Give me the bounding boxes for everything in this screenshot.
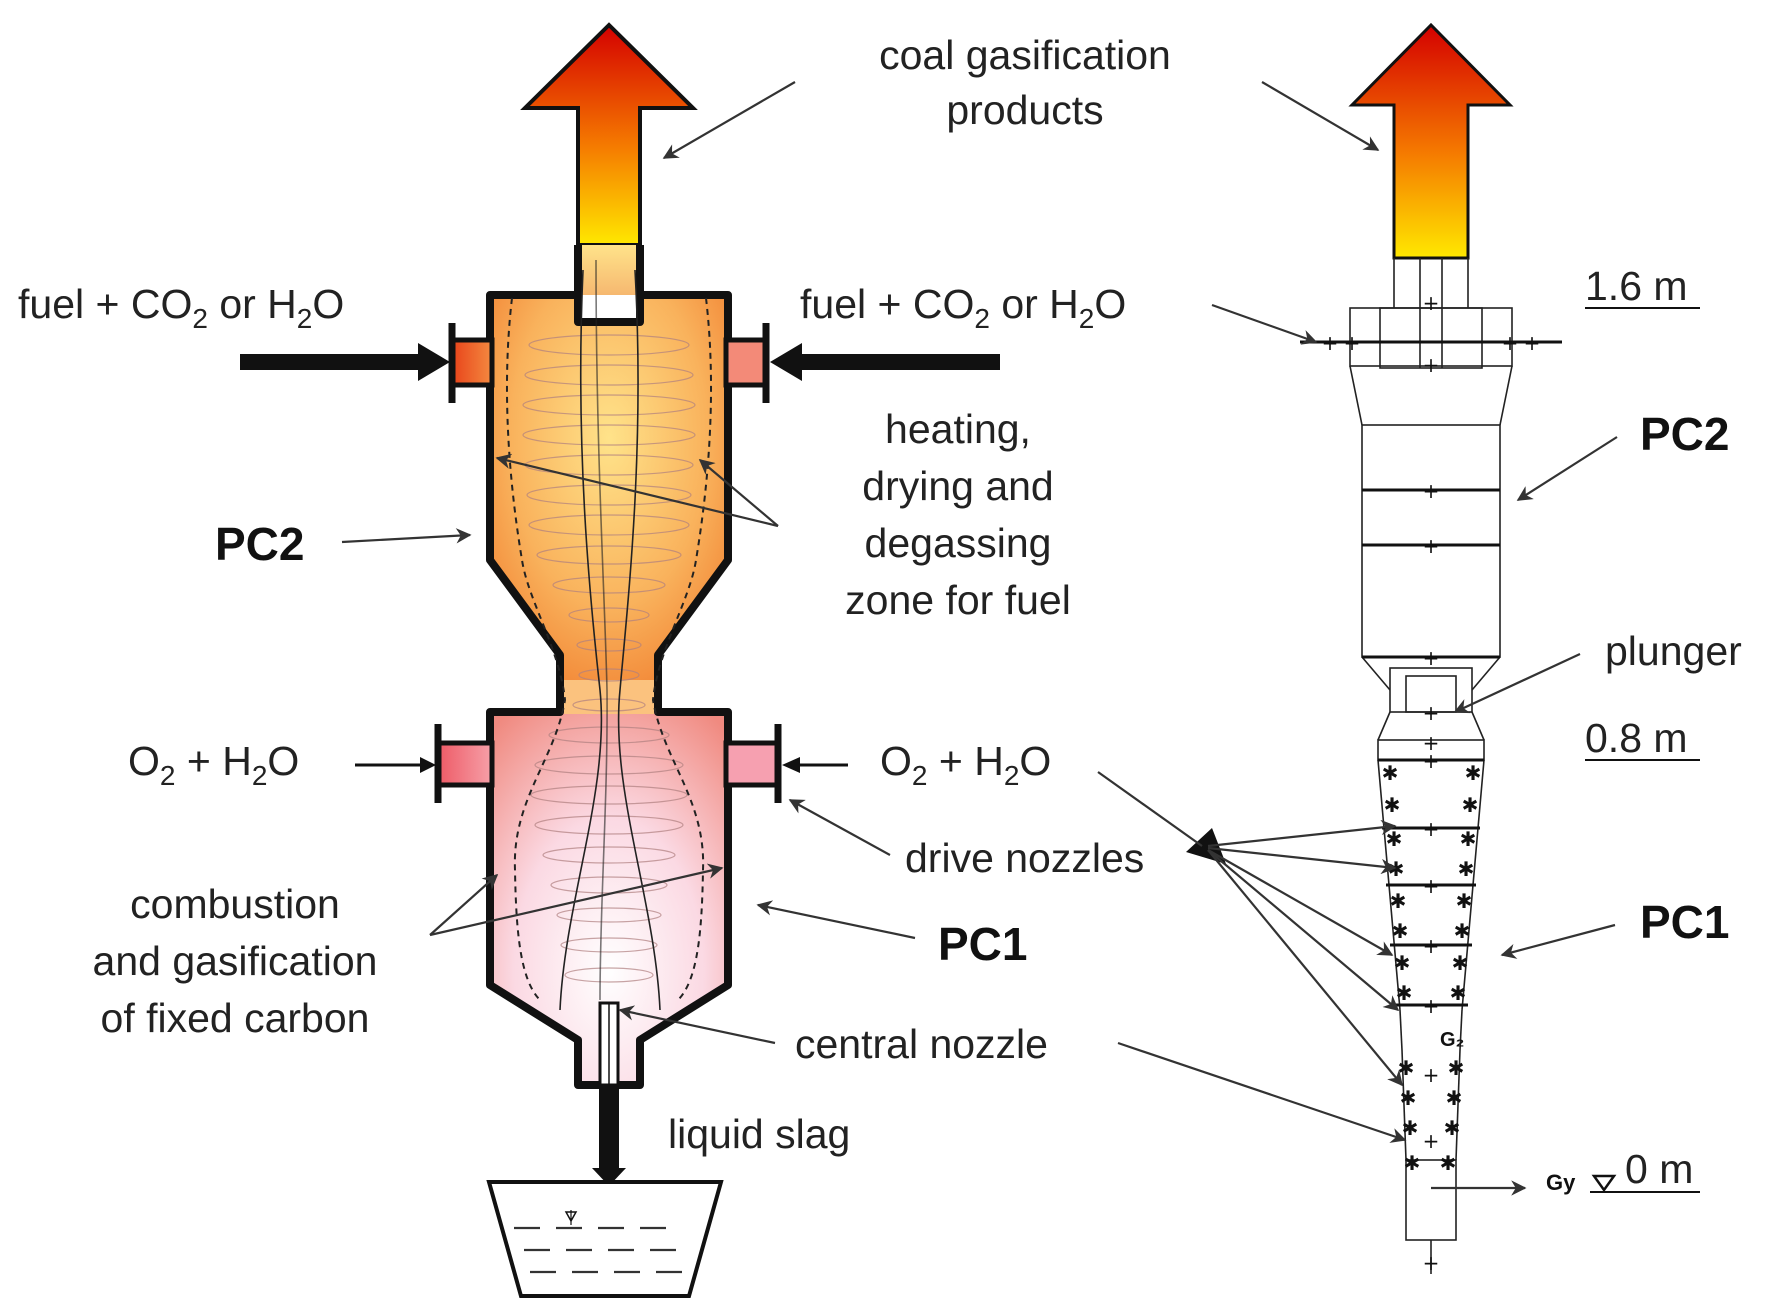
label-combustion-1: combustion	[130, 881, 340, 927]
svg-text:+: +	[1423, 994, 1440, 1018]
svg-text:✱: ✱	[1388, 857, 1405, 881]
label-heating-4: zone for fuel	[845, 577, 1071, 623]
svg-text:✱: ✱	[1450, 981, 1467, 1005]
label-heating-1: heating,	[885, 406, 1031, 452]
label-gy: Gy	[1546, 1170, 1576, 1195]
pc1-inlet-right	[723, 740, 781, 788]
label-height-0: 0 m	[1625, 1146, 1693, 1192]
label-combustion-2: and gasification	[93, 938, 378, 984]
label-height-0-8: 0.8 m	[1585, 715, 1688, 761]
label-drive-nozzles: drive nozzles	[905, 835, 1144, 881]
svg-text:✱: ✱	[1398, 1056, 1415, 1080]
svg-text:+: +	[1423, 1129, 1440, 1153]
right-schematic: ++ ++ ++ ++ ++ ++ ++ + ++ ++ ✱✱ ✱✱ ✱✱ ✱✱…	[1300, 22, 1700, 1275]
product-arrow-left	[520, 22, 698, 247]
label-fuel-right: fuel + CO2 or H2O	[800, 281, 1126, 334]
label-pc1-right: PC1	[1640, 896, 1729, 948]
label-o2-right: O2 + H2O	[880, 738, 1051, 791]
pc1-inlet-left	[435, 740, 495, 788]
label-products-line2: products	[946, 87, 1103, 133]
nozzle-markers: ++ ++ ++ ++ ++ ++ ++ + ++ ++ ✱✱ ✱✱ ✱✱ ✱✱…	[1322, 291, 1541, 1275]
svg-text:✱: ✱	[1390, 889, 1407, 913]
svg-text:+: +	[1423, 291, 1440, 315]
schematic-outline	[1349, 258, 1513, 1274]
svg-text:+: +	[1423, 701, 1440, 725]
svg-text:+: +	[1423, 934, 1440, 958]
svg-text:+: +	[1423, 749, 1440, 773]
svg-text:✱: ✱	[1452, 951, 1469, 975]
svg-text:✱: ✱	[1404, 1151, 1421, 1175]
svg-text:+: +	[1524, 331, 1541, 355]
svg-text:✱: ✱	[1386, 827, 1403, 851]
svg-text:✱: ✱	[1448, 1056, 1465, 1080]
svg-text:✱: ✱	[1456, 889, 1473, 913]
svg-text:✱: ✱	[1402, 1116, 1419, 1140]
svg-text:+: +	[1322, 331, 1339, 355]
svg-text:✱: ✱	[1382, 761, 1399, 785]
svg-text:+: +	[1423, 646, 1440, 670]
slag-tank	[486, 1180, 724, 1298]
svg-text:+: +	[1423, 874, 1440, 898]
svg-text:✱: ✱	[1444, 1116, 1461, 1140]
label-plunger: plunger	[1605, 628, 1742, 674]
svg-text:✱: ✱	[1396, 981, 1413, 1005]
svg-text:✱: ✱	[1392, 919, 1409, 943]
outlet-stem	[578, 245, 640, 295]
svg-text:✱: ✱	[1440, 1151, 1457, 1175]
svg-text:+: +	[1423, 731, 1440, 755]
svg-text:✱: ✱	[1446, 1086, 1463, 1110]
label-fuel-left: fuel + CO2 or H2O	[18, 281, 344, 334]
pc2-inlet-left	[449, 337, 495, 388]
label-pc2-left: PC2	[215, 518, 304, 570]
svg-text:✱: ✱	[1462, 793, 1479, 817]
label-liquid-slag: liquid slag	[668, 1111, 850, 1157]
svg-text:+: +	[1423, 353, 1440, 377]
product-arrow-right	[1348, 22, 1514, 260]
left-reactor	[240, 22, 1000, 1298]
svg-text:✱: ✱	[1454, 919, 1471, 943]
svg-text:+: +	[1423, 534, 1440, 558]
label-heating-3: degassing	[865, 520, 1052, 566]
label-height-1-6: 1.6 m	[1585, 263, 1688, 309]
svg-text:+: +	[1423, 1063, 1440, 1087]
label-combustion-3: of fixed carbon	[101, 995, 370, 1041]
svg-text:✱: ✱	[1460, 827, 1477, 851]
svg-text:+: +	[1423, 817, 1440, 841]
label-heating-2: drying and	[862, 463, 1053, 509]
svg-text:✱: ✱	[1465, 761, 1482, 785]
label-pc1-left: PC1	[938, 918, 1027, 970]
svg-text:+: +	[1502, 331, 1519, 355]
label-central-nozzle: central nozzle	[795, 1021, 1048, 1067]
label-products-line1: coal gasification	[879, 32, 1171, 78]
labels: coal gasification products fuel + CO2 or…	[18, 32, 1742, 1195]
pc2-vessel	[486, 291, 732, 709]
annotation-arrows	[341, 81, 1618, 1143]
label-g2: G₂	[1440, 1029, 1464, 1051]
svg-text:+: +	[1344, 331, 1361, 355]
pc2-inlet-right	[723, 337, 769, 388]
svg-text:+: +	[1423, 1251, 1440, 1275]
svg-text:✱: ✱	[1400, 1086, 1417, 1110]
svg-text:✱: ✱	[1394, 951, 1411, 975]
label-o2-left: O2 + H2O	[128, 738, 299, 791]
stage-lines	[1300, 340, 1562, 1007]
svg-text:✱: ✱	[1458, 857, 1475, 881]
svg-text:✱: ✱	[1384, 793, 1401, 817]
label-pc2-right: PC2	[1640, 408, 1729, 460]
swirl-pattern	[522, 334, 696, 983]
svg-text:+: +	[1423, 479, 1440, 503]
